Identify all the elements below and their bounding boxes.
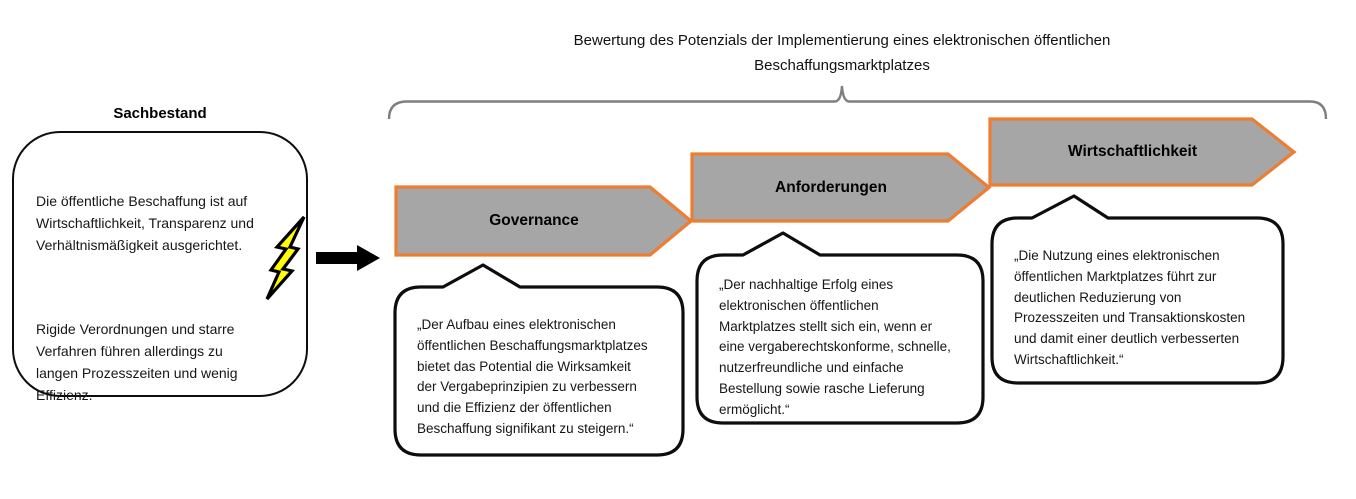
- stage-label-wirtschaftlichkeit: Wirtschaftlichkeit: [1067, 143, 1198, 160]
- stage-chevron-governance: [394, 185, 694, 257]
- diagram-title: Bewertung des Potenzials der Implementie…: [573, 32, 1111, 74]
- quote-callout-governance: „Der Aufbau eines elektronischen öffentl…: [393, 263, 685, 457]
- sachbestand-box: [12, 131, 308, 397]
- stage-chevron-wirtschaftlichkeit: [988, 117, 1297, 187]
- quote-text-governance: „Der Aufbau eines elektronischen öffentl…: [417, 317, 648, 436]
- sachbestand-heading: Sachbestand: [113, 105, 207, 122]
- sachbestand-text: Die öffentliche Beschaffung ist auf Wirt…: [36, 168, 294, 468]
- quote-callout-wirtschaftlichkeit: „Die Nutzung eines elektronischen öffent…: [990, 194, 1285, 385]
- sachbestand-paragraph-1: Die öffentliche Beschaffung ist auf Wirt…: [36, 193, 254, 253]
- sachbestand-paragraph-2: Rigide Verordnungen und starre Verfahren…: [36, 321, 238, 403]
- stage-label-governance: Governance: [489, 212, 579, 229]
- right-arrow-icon: [316, 245, 380, 271]
- lightning-bolt-icon: [265, 215, 306, 301]
- stage-chevron-anforderungen: [690, 152, 992, 223]
- quote-callout-anforderungen: „Der nachhaltige Erfolg eines elektronis…: [695, 231, 985, 425]
- quote-text-wirtschaftlichkeit: „Die Nutzung eines elektronischen öffent…: [1014, 248, 1246, 367]
- horizontal-brace: [387, 85, 1328, 120]
- stage-label-anforderungen: Anforderungen: [775, 178, 887, 196]
- quote-text-anforderungen: „Der nachhaltige Erfolg eines elektronis…: [719, 277, 951, 417]
